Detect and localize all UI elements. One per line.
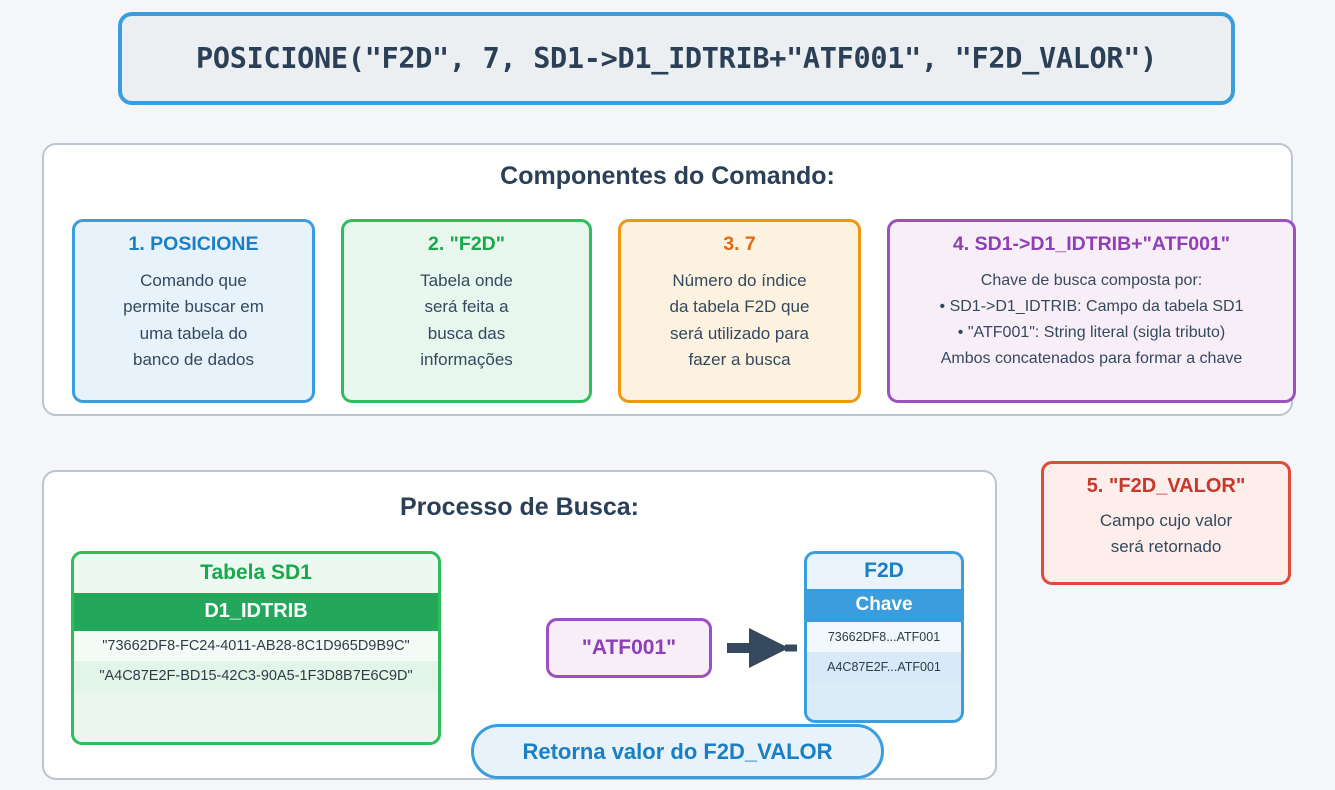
- component-card-line: da tabela F2D que: [669, 297, 810, 317]
- component-card-line: Ambos concatenados para formar a chave: [940, 349, 1243, 367]
- component-card-f2d-valor: 5. "F2D_VALOR" Campo cujo valor será ret…: [1041, 461, 1291, 585]
- component-card-title: 5. "F2D_VALOR": [1086, 475, 1246, 497]
- component-card-line: busca das: [427, 323, 506, 343]
- component-card-line: será feita a: [424, 297, 509, 317]
- component-card-title: 2. "F2D": [427, 233, 505, 255]
- command-code-box: POSICIONE("F2D", 7, SD1->D1_IDTRIB+"ATF0…: [118, 12, 1235, 105]
- component-card-line: Número do índice: [672, 271, 807, 290]
- command-code-text: POSICIONE("F2D", 7, SD1->D1_IDTRIB+"ATF0…: [196, 42, 1157, 75]
- component-card-search-key: 4. SD1->D1_IDTRIB+"ATF001" Chave de busc…: [887, 219, 1296, 403]
- process-panel-title: Processo de Busca:: [400, 493, 639, 521]
- component-card-body: Número do índice da tabela F2D que será …: [631, 268, 848, 373]
- component-card-line: Tabela onde: [420, 271, 513, 290]
- component-card-body: Comando que permite buscar em uma tabela…: [85, 268, 302, 373]
- f2d-table-filler: [807, 682, 961, 700]
- f2d-table-caption: F2D: [807, 554, 961, 589]
- component-card-body: Chave de busca composta por: • SD1->D1_I…: [900, 268, 1283, 372]
- component-card-line: será retornado: [1110, 536, 1222, 556]
- component-card-line: Comando que: [140, 271, 247, 290]
- sd1-table: Tabela SD1 D1_IDTRIB "73662DF8-FC24-4011…: [71, 551, 441, 745]
- component-card-line: banco de dados: [133, 350, 254, 370]
- right-arrow-icon: [727, 628, 797, 668]
- component-card-title: 4. SD1->D1_IDTRIB+"ATF001": [952, 233, 1231, 255]
- component-card-line: informações: [420, 350, 513, 370]
- f2d-table: F2D Chave 73662DF8...ATF001 A4C87E2F...A…: [804, 551, 964, 723]
- component-card-line: uma tabela do: [139, 323, 248, 343]
- table-row: "73662DF8-FC24-4011-AB28-8C1D965D9B9C": [74, 631, 438, 661]
- f2d-table-column-header: Chave: [807, 589, 961, 622]
- search-key-chip: "ATF001": [546, 618, 712, 678]
- component-card-line: fazer a busca: [688, 350, 791, 370]
- component-card-line: permite buscar em: [123, 297, 264, 317]
- component-cards-row: 1. POSICIONE Comando que permite buscar …: [72, 219, 1296, 403]
- component-card-line: • "ATF001": String literal (sigla tribut…: [957, 323, 1226, 341]
- component-card-body: Campo cujo valor será retornado: [1044, 508, 1288, 559]
- components-panel-title: Componentes do Comando:: [500, 162, 835, 190]
- table-row: A4C87E2F...ATF001: [807, 652, 961, 682]
- table-row: 73662DF8...ATF001: [807, 622, 961, 652]
- component-card-line: Campo cujo valor: [1099, 511, 1233, 530]
- sd1-table-filler: [74, 691, 438, 715]
- table-row: "A4C87E2F-BD15-42C3-90A5-1F3D8B7E6C9D": [74, 661, 438, 691]
- component-card-line: Chave de busca composta por:: [980, 272, 1203, 289]
- component-card-body: Tabela onde será feita a busca das infor…: [354, 268, 579, 373]
- component-card-line: • SD1->D1_IDTRIB: Campo da tabela SD1: [939, 297, 1244, 315]
- component-card-f2d: 2. "F2D" Tabela onde será feita a busca …: [341, 219, 592, 403]
- component-card-index: 3. 7 Número do índice da tabela F2D que …: [618, 219, 861, 403]
- sd1-table-caption: Tabela SD1: [74, 554, 438, 593]
- component-card-title: 3. 7: [723, 233, 756, 255]
- component-card-title: 1. POSICIONE: [128, 233, 259, 255]
- component-card-posicione: 1. POSICIONE Comando que permite buscar …: [72, 219, 315, 403]
- component-card-line: será utilizado para: [670, 323, 809, 343]
- sd1-table-column-header: D1_IDTRIB: [74, 593, 438, 631]
- return-value-callout: Retorna valor do F2D_VALOR: [471, 724, 884, 779]
- components-panel: Componentes do Comando: 1. POSICIONE Com…: [42, 143, 1296, 416]
